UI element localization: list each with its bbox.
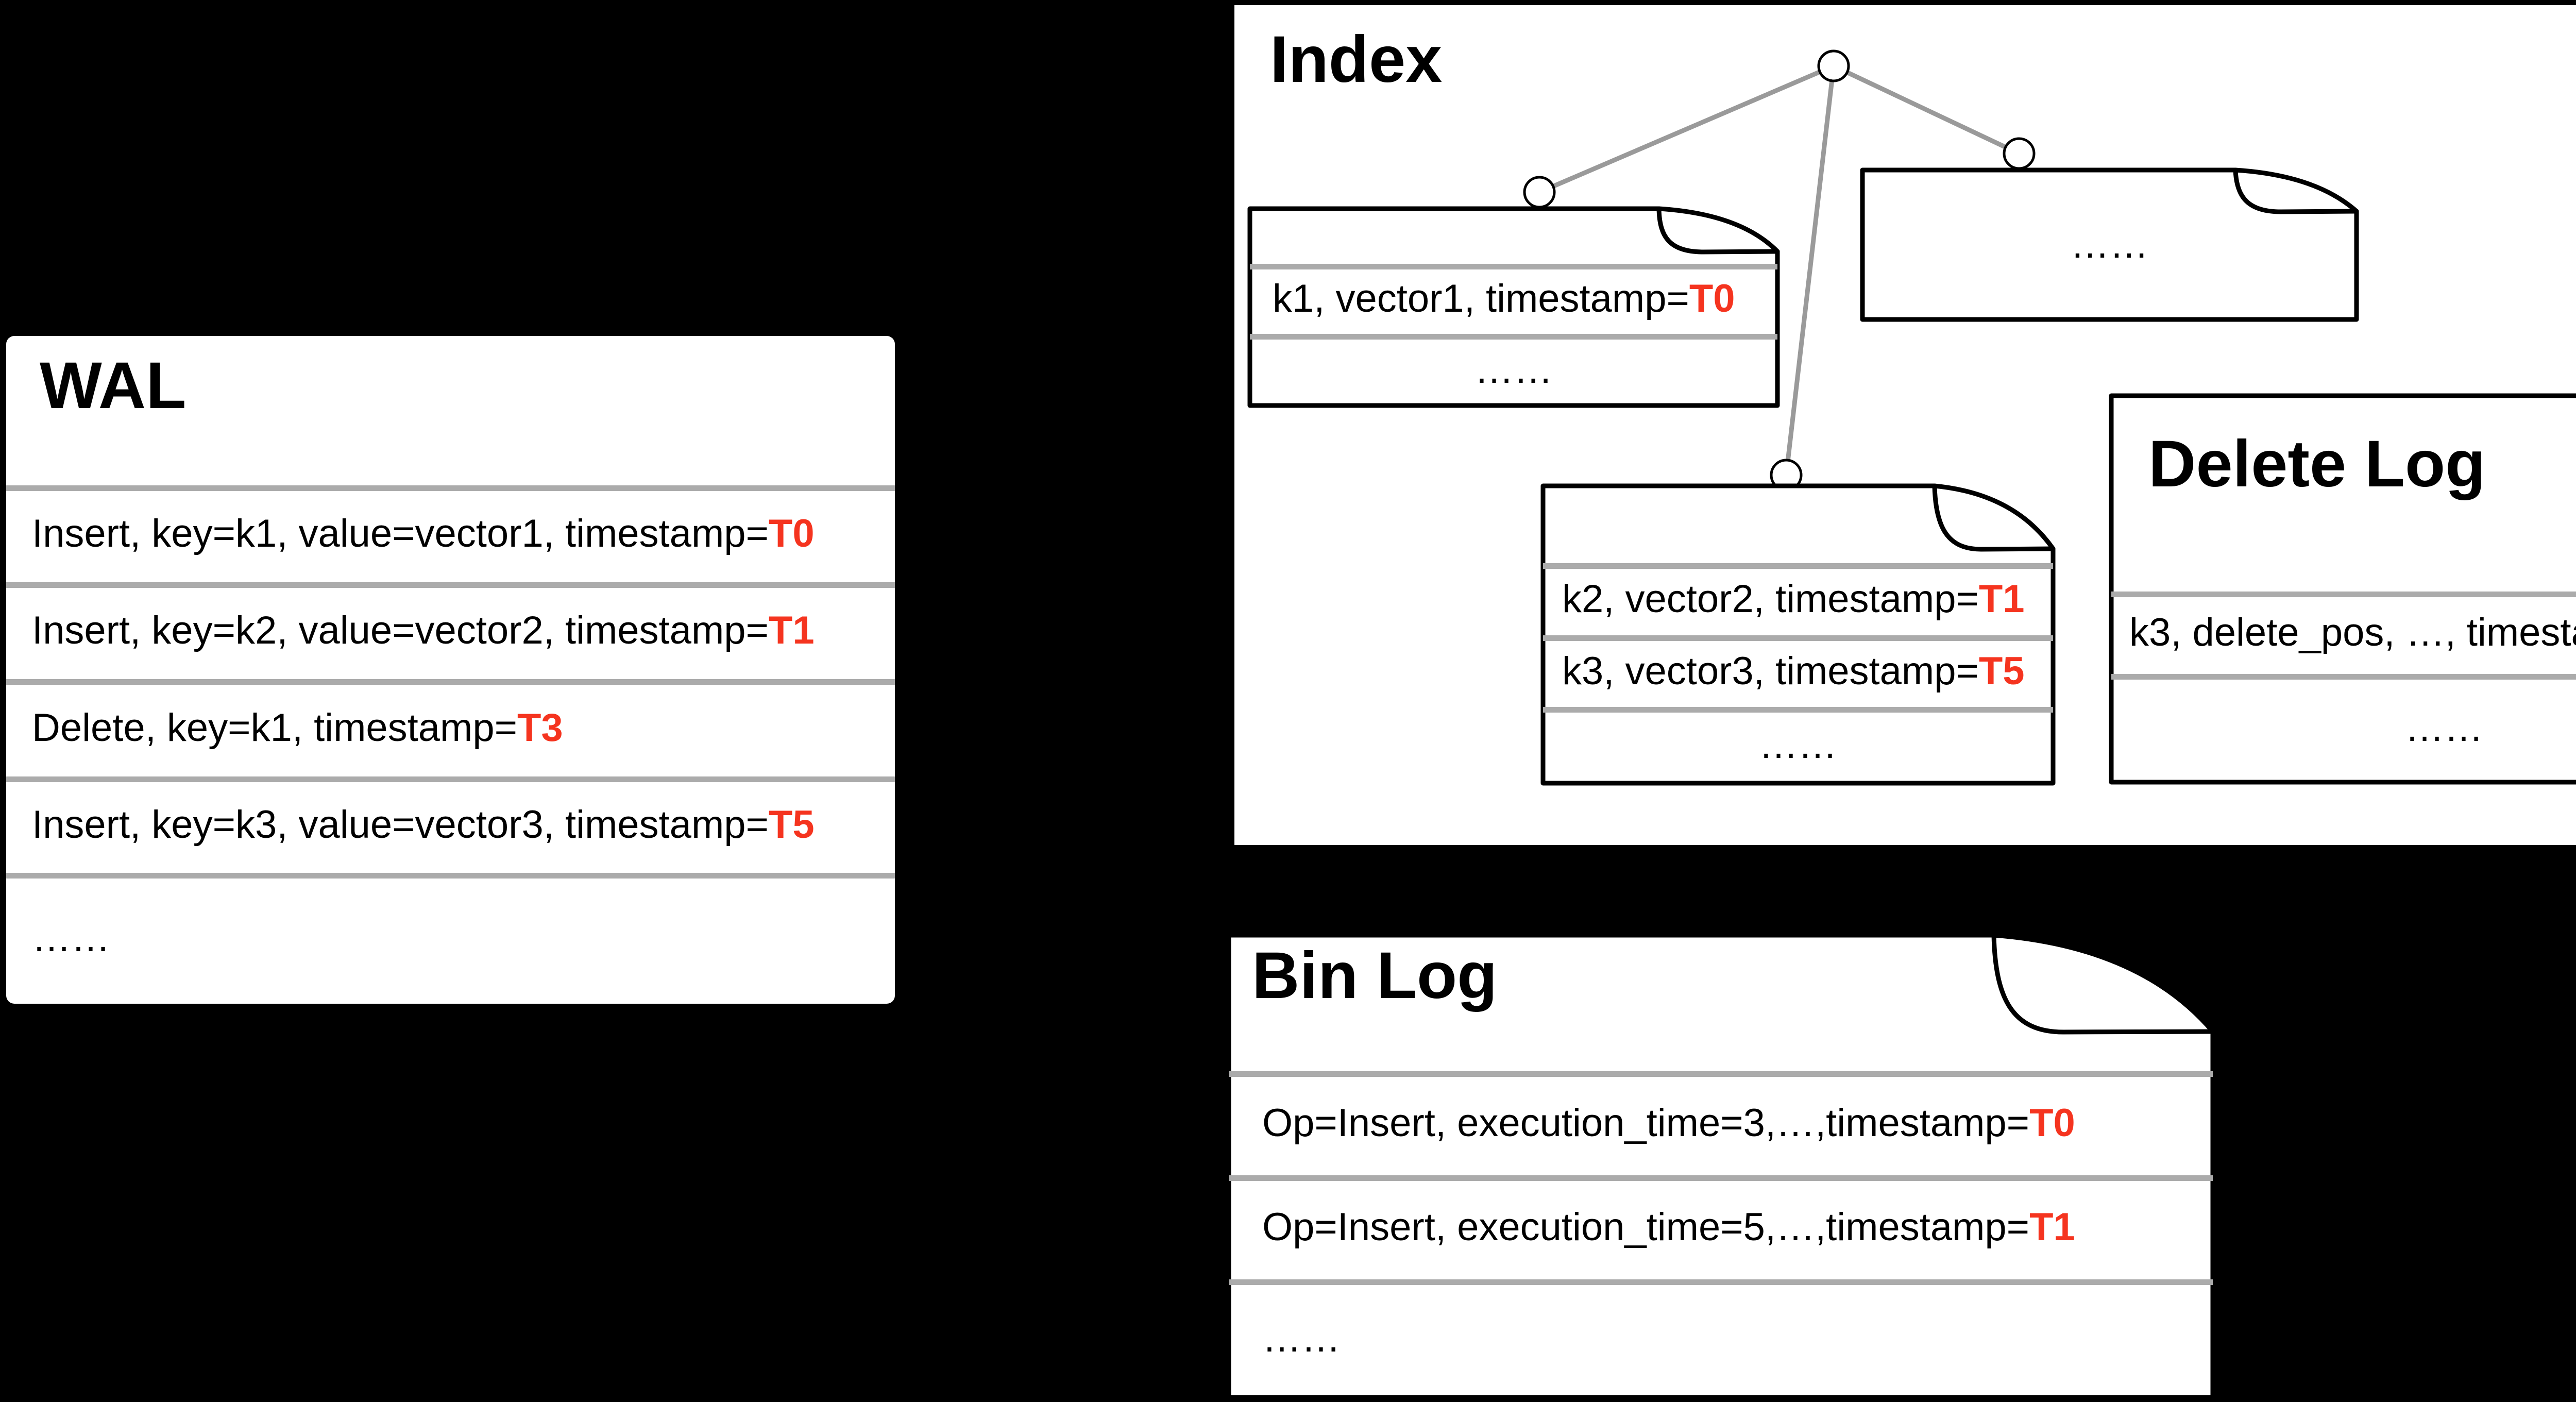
timestamp-value: T3 [517, 705, 563, 750]
tree-node [1523, 176, 1556, 209]
index-panel: Index k1, vector1, timestamp=T0 …… [1234, 5, 2576, 845]
separator-line [1543, 635, 2053, 641]
bin-log-title: Bin Log [1252, 939, 1498, 1012]
bin-log-row: Op=Insert, execution_time=3,…,timestamp=… [1229, 1071, 2213, 1175]
tree-edge [1833, 63, 2020, 156]
folded-corner [1932, 483, 2056, 552]
separator-line [2111, 592, 2576, 597]
timestamp-value: T0 [2029, 1101, 2075, 1145]
separator-line [1229, 1175, 2213, 1181]
file-row-text: k1, vector1, timestamp= [1273, 277, 1689, 320]
file-row-text: …… [1475, 347, 1553, 392]
delete-log: Delete Log k3, delete_pos, …, timestamp=… [2109, 393, 2576, 785]
tree-edge [1784, 65, 1836, 476]
bin-log-row: …… [1229, 1279, 2213, 1397]
wal-title: WAL [40, 349, 187, 423]
timestamp-value: T1 [1978, 577, 2025, 621]
folded-corner [1991, 933, 2215, 1035]
file-row-text: …… [2070, 223, 2149, 266]
separator-line [1229, 1279, 2213, 1285]
wal-row: Insert, key=k1, value=vector1, timestamp… [6, 485, 895, 582]
separator-line [6, 873, 895, 879]
separator-line [1250, 264, 1777, 269]
folded-corner [2233, 167, 2359, 214]
wal-row: Insert, key=k2, value=vector2, timestamp… [6, 582, 895, 679]
timestamp-value: T1 [768, 609, 815, 652]
wal-row: Delete, key=k1, timestamp=T3 [6, 679, 895, 776]
document-shape [1860, 167, 2359, 322]
timestamp-value: T5 [768, 802, 815, 847]
timestamp-value: T5 [1978, 649, 2025, 693]
bin-log-row: Op=Insert, execution_time=5,…,timestamp=… [1229, 1175, 2213, 1279]
file-row: k2, vector2, timestamp=T1 [1543, 563, 2053, 635]
wal-row-text: Delete, key=k1, timestamp= [32, 705, 517, 750]
document-shape [2109, 393, 2576, 785]
separator-line [6, 776, 895, 782]
tree-root-node [1817, 49, 1850, 82]
separator-line [1229, 1071, 2213, 1077]
file-row: …… [1543, 707, 2053, 783]
timestamp-value: T0 [1689, 277, 1735, 320]
separator-line [1543, 707, 2053, 713]
bin-log-row-text: Op=Insert, execution_time=3,…,timestamp= [1262, 1101, 2030, 1145]
folded-corner [1656, 206, 1780, 255]
file-row-text: …… [1759, 723, 1837, 767]
bin-log-row-text: Op=Insert, execution_time=5,…,timestamp= [1262, 1205, 2030, 1249]
separator-line [1543, 563, 2053, 569]
wal-row-text: Insert, key=k2, value=vector2, timestamp… [32, 609, 769, 652]
wal-row-text: …… [32, 916, 110, 960]
file-row-text: k3, vector3, timestamp= [1562, 649, 1979, 693]
file-row: k3, vector3, timestamp=T5 [1543, 635, 2053, 707]
delete-log-row-text: k3, delete_pos, …, timestamp= [2129, 611, 2576, 654]
document-outline [2109, 393, 2576, 785]
index-title: Index [1270, 23, 1443, 96]
timestamp-value: T0 [768, 512, 815, 555]
segment-file-k2-k3: k2, vector2, timestamp=T1 k3, vector3, t… [1540, 483, 2056, 786]
bin-log-row-text: …… [1262, 1316, 1341, 1360]
separator-line [6, 679, 895, 685]
file-row: k1, vector1, timestamp=T0 [1250, 264, 1777, 334]
wal-row-text: Insert, key=k1, value=vector1, timestamp… [32, 512, 769, 555]
timestamp-value: T1 [2029, 1205, 2075, 1249]
file-row-text: k2, vector2, timestamp= [1562, 577, 1979, 621]
bin-log: Bin Log Op=Insert, execution_time=3,…,ti… [1226, 933, 2215, 1400]
wal-row: Insert, key=k3, value=vector3, timestamp… [6, 776, 895, 873]
delete-log-row: …… [2111, 674, 2576, 782]
separator-line [6, 582, 895, 588]
separator-line [1250, 334, 1777, 340]
wal-box: WAL Insert, key=k1, value=vector1, times… [6, 336, 895, 1004]
document-shape [1247, 206, 1780, 408]
separator-line [6, 485, 895, 491]
delete-log-title: Delete Log [2148, 427, 2486, 501]
file-row: …… [1250, 334, 1777, 406]
file-row: …… [1862, 170, 2357, 319]
separator-line [2111, 674, 2576, 680]
wal-row: …… [6, 873, 895, 1004]
tree-node [2003, 137, 2036, 170]
wal-row-text: Insert, key=k3, value=vector3, timestamp… [32, 802, 769, 847]
delete-log-row-text: …… [2405, 706, 2483, 750]
delete-log-row: k3, delete_pos, …, timestamp=T3 [2111, 592, 2576, 674]
segment-file-k1: k1, vector1, timestamp=T0 …… [1247, 206, 1780, 408]
tree-edge [1538, 63, 1835, 195]
segment-file-other: …… [1860, 167, 2359, 322]
